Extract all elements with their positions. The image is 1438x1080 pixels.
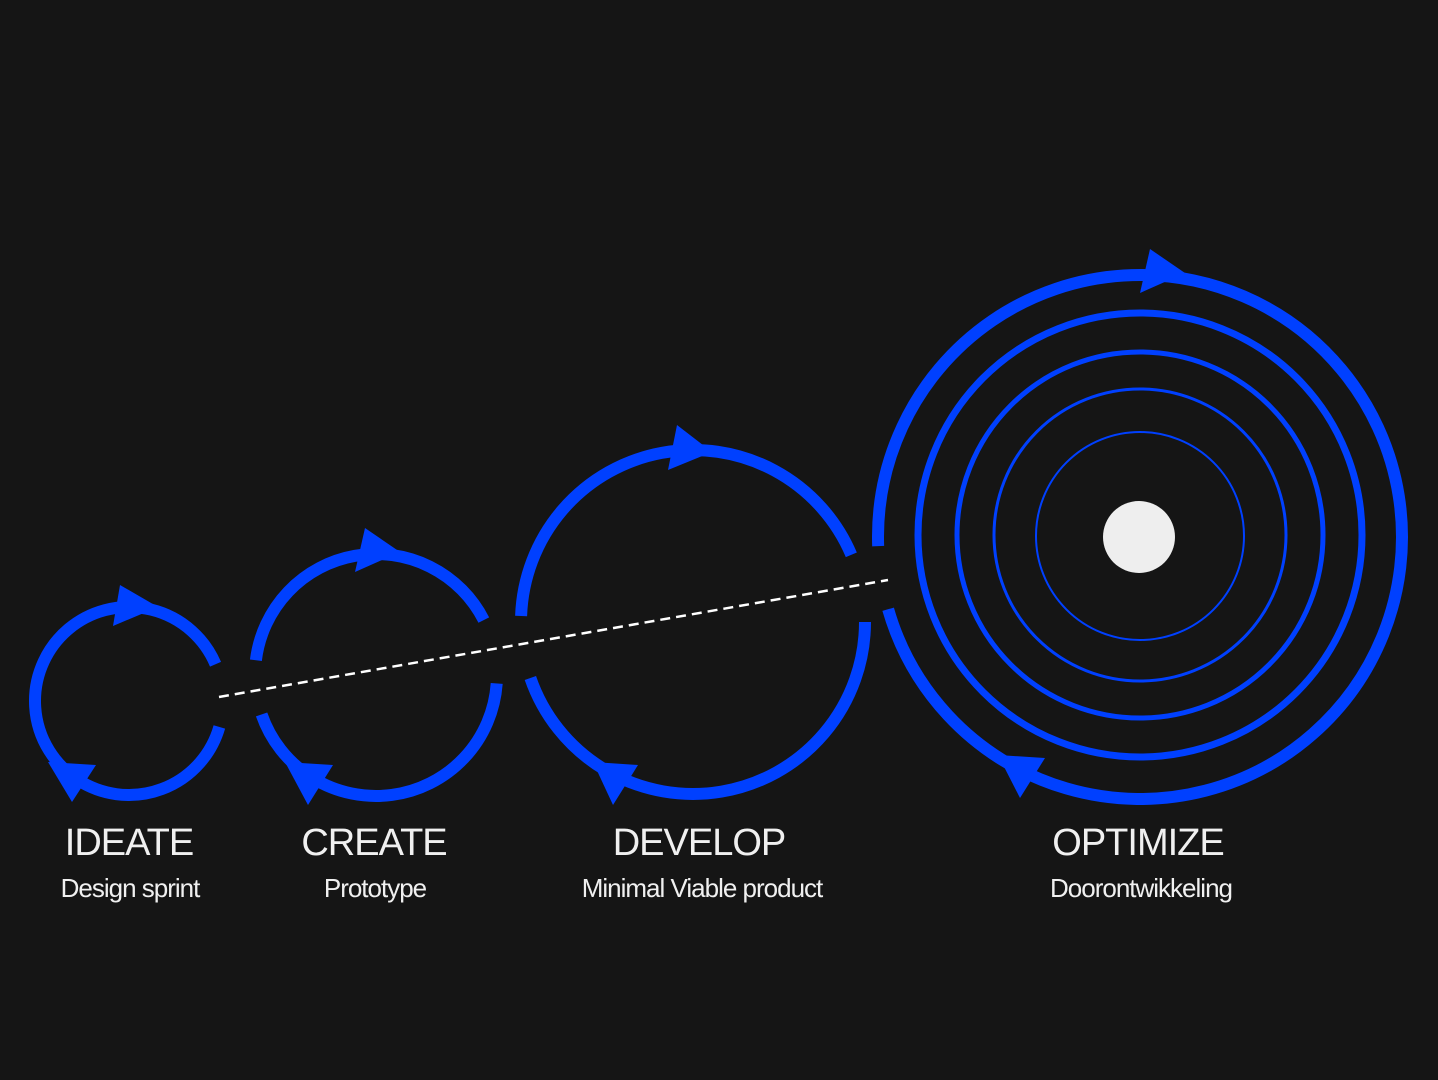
optimize-arrow-top-icon — [1140, 249, 1185, 293]
stage-subtitle-develop: Minimal Viable product — [581, 873, 824, 903]
stage-subtitle-create: Prototype — [323, 873, 427, 903]
ideate-arrow-top-icon — [113, 585, 158, 626]
stage-title-optimize: OPTIMIZE — [1052, 822, 1224, 864]
optimize-arrow-bottom-icon — [998, 755, 1045, 798]
create-cycle-arc-lower — [255, 683, 503, 802]
ideate-cycle-arc — [29, 601, 226, 801]
develop-cycle-arc-upper — [515, 444, 857, 617]
ideate-arrow-bottom-icon — [48, 762, 96, 802]
dashed-progress-line — [218, 578, 889, 699]
optimize-outer-arc — [872, 269, 1408, 805]
stage-title-create: CREATE — [301, 822, 447, 864]
stage-title-ideate: IDEATE — [64, 822, 194, 864]
optimize-ring-3 — [954, 349, 1326, 721]
develop-arrow-top-icon — [668, 425, 712, 470]
create-arrow-bottom-icon — [285, 762, 333, 805]
develop-arrow-bottom-icon — [593, 762, 638, 805]
optimize-ring-2 — [914, 309, 1366, 761]
develop-cycle-arc-lower — [524, 621, 871, 800]
center-dot — [1103, 501, 1175, 573]
create-cycle-arc-upper — [249, 548, 490, 661]
stage-title-develop: DEVELOP — [612, 822, 787, 864]
create-arrow-top-icon — [355, 528, 400, 572]
optimize-ring-4 — [992, 387, 1288, 683]
stage-subtitle-ideate: Design sprint — [60, 873, 201, 903]
stage-subtitle-optimize: Doorontwikkeling — [1050, 873, 1233, 903]
optimize-ring-5 — [1035, 431, 1245, 641]
